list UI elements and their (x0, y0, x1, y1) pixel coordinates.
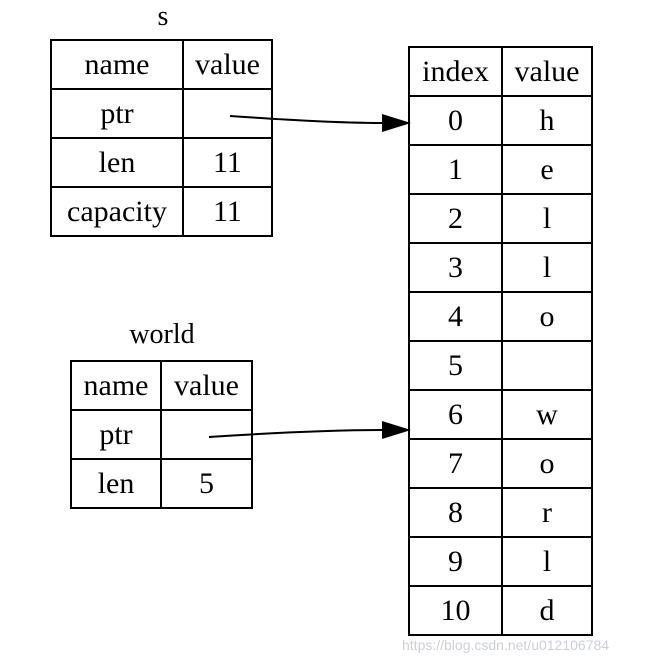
buffer-row: 2 l (408, 193, 593, 244)
s-header-row: name value (50, 39, 273, 90)
s-title: s (157, 1, 169, 32)
watermark: https://blog.csdn.net/u012106784 (402, 637, 610, 653)
buffer-table: index value 0 h 1 e 2 l 3 l 4 o 5 6 w 7 … (408, 46, 593, 636)
s-capacity-value: 11 (182, 186, 273, 237)
s-table: name value ptr len 11 capacity 11 (50, 39, 273, 237)
buffer-header-index: index (408, 46, 503, 97)
buffer-value: e (501, 144, 593, 195)
buffer-value: d (501, 585, 593, 636)
buffer-index: 8 (408, 487, 503, 538)
buffer-header-row: index value (408, 46, 593, 97)
buffer-value: o (501, 438, 593, 489)
world-header-row: name value (70, 360, 253, 411)
buffer-row: 4 o (408, 291, 593, 342)
buffer-index: 6 (408, 389, 503, 440)
buffer-index: 9 (408, 536, 503, 587)
s-row-ptr: ptr (50, 88, 273, 139)
world-header-value: value (160, 360, 253, 411)
buffer-value: h (501, 95, 593, 146)
s-len-name: len (50, 137, 184, 188)
s-capacity-name: capacity (50, 186, 184, 237)
world-row-len: len 5 (70, 458, 253, 509)
buffer-value: o (501, 291, 593, 342)
buffer-index: 0 (408, 95, 503, 146)
world-title: world (129, 319, 195, 350)
s-len-value: 11 (182, 137, 273, 188)
buffer-value: r (501, 487, 593, 538)
buffer-value: l (501, 193, 593, 244)
world-len-name: len (70, 458, 162, 509)
world-ptr-name: ptr (70, 409, 162, 460)
s-row-capacity: capacity 11 (50, 186, 273, 237)
world-header-name: name (70, 360, 162, 411)
world-ptr-arrow (208, 429, 385, 438)
buffer-row: 5 (408, 340, 593, 391)
buffer-index: 5 (408, 340, 503, 391)
buffer-header-value: value (501, 46, 593, 97)
s-ptr-arrow (229, 115, 385, 124)
buffer-index: 4 (408, 291, 503, 342)
buffer-row: 1 e (408, 144, 593, 195)
buffer-index: 1 (408, 144, 503, 195)
buffer-value (501, 340, 593, 391)
world-ptr-arrowhead (382, 421, 411, 439)
buffer-row: 9 l (408, 536, 593, 587)
buffer-index: 3 (408, 242, 503, 293)
buffer-value: l (501, 242, 593, 293)
buffer-value: l (501, 536, 593, 587)
s-ptr-arrowhead (382, 114, 411, 132)
s-row-len: len 11 (50, 137, 273, 188)
buffer-row: 7 o (408, 438, 593, 489)
buffer-index: 2 (408, 193, 503, 244)
buffer-value: w (501, 389, 593, 440)
buffer-index: 7 (408, 438, 503, 489)
buffer-row: 6 w (408, 389, 593, 440)
s-header-value: value (182, 39, 273, 90)
s-ptr-value (182, 88, 273, 139)
buffer-row: 10 d (408, 585, 593, 636)
buffer-row: 8 r (408, 487, 593, 538)
buffer-row: 3 l (408, 242, 593, 293)
s-header-name: name (50, 39, 184, 90)
buffer-index: 10 (408, 585, 503, 636)
world-len-value: 5 (160, 458, 253, 509)
buffer-row: 0 h (408, 95, 593, 146)
s-ptr-name: ptr (50, 88, 184, 139)
